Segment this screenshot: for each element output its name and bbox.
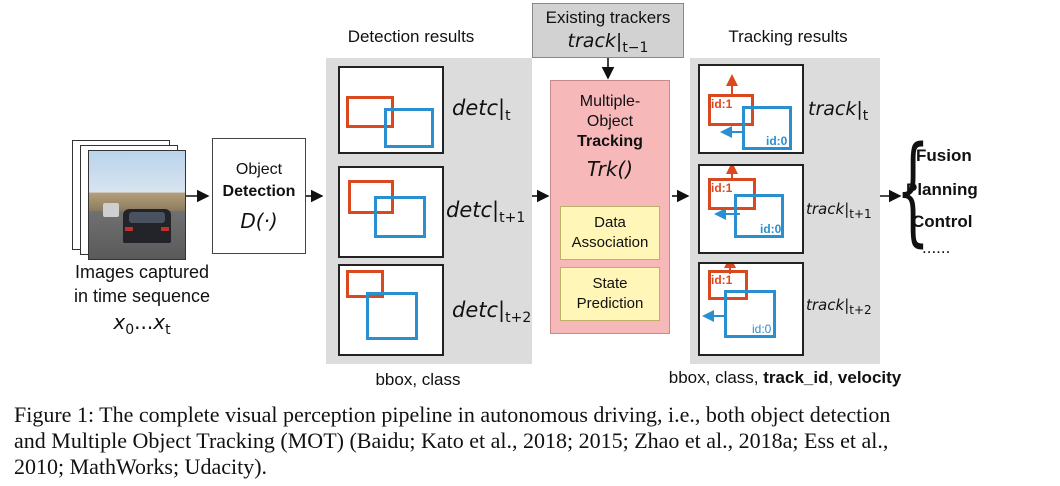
detection-label-t2-text: detc (452, 298, 499, 322)
tracking-arrows-t (720, 74, 742, 138)
road-image (88, 150, 186, 260)
car-distant (103, 203, 119, 217)
car-window (129, 212, 165, 223)
tracking-label-t-sub: t (862, 107, 869, 124)
existing-trackers-label-text: track (567, 30, 616, 52)
detection-label-t1: detc|t+1 (446, 198, 526, 227)
detector-box: Object Detection D(·) (212, 138, 306, 254)
tracking-label-t1: track|t+1 (806, 200, 872, 221)
track-blue-id: id:0 (766, 134, 788, 148)
car-tail-light-right (161, 227, 169, 231)
sequence-x0: x (113, 310, 126, 334)
tracking-frame-t2: id:1 id:0 (698, 262, 804, 356)
state-prediction-box: State Prediction (560, 267, 660, 321)
detection-label-t-sub: t (505, 108, 511, 125)
sequence-x0-sub: 0 (125, 322, 135, 338)
track-red-box (708, 94, 754, 126)
tracking-footer-bold2: velocity (837, 368, 902, 387)
track-blue-box (724, 290, 776, 338)
track-red-id: id:1 (711, 97, 733, 111)
tracking-footer-bold1: track_id (763, 368, 829, 387)
tracking-label-t1-text: track (806, 200, 845, 218)
input-caption-line2: in time sequence (73, 286, 211, 306)
sequence-dots: ... (134, 310, 154, 334)
existing-trackers-label-sub: t−1 (622, 39, 649, 56)
track-red-id: id:1 (711, 181, 733, 195)
detection-frame-t2 (338, 264, 444, 356)
track-blue-box (742, 106, 792, 150)
existing-trackers-title: Existing trackers (545, 8, 671, 27)
track-blue-box (734, 194, 784, 238)
state-prediction-line1: State (592, 275, 628, 292)
sequence-xt: x (153, 310, 166, 334)
tracking-label-t-text: track (808, 98, 857, 120)
figure-caption: Figure 1: The complete visual perception… (14, 402, 1054, 480)
track-red-box (708, 270, 748, 300)
detection-frame-t (338, 66, 444, 154)
det-blue-box (374, 196, 426, 238)
detector-func: D(·) (240, 209, 278, 233)
data-association-box: Data Association (560, 206, 660, 260)
det-red-box (346, 270, 384, 298)
tracking-frame-t1: id:1 id:0 (698, 164, 804, 254)
caption-line2: and Multiple Object Tracking (MOT) (Baid… (14, 428, 889, 453)
existing-trackers-box: Existing trackers track|t−1 (532, 3, 684, 58)
detection-label-t1-sub: t+1 (499, 210, 526, 227)
detection-label-t2: detc|t+2 (452, 298, 532, 327)
mot-line2: Object (586, 113, 634, 130)
output-fusion: Fusion (916, 146, 972, 165)
caption-line1: Figure 1: The complete visual perception… (14, 402, 891, 427)
detection-label-t1-text: detc (446, 198, 493, 222)
tracking-label-t: track|t (808, 98, 869, 124)
data-association-line1: Data (594, 214, 626, 231)
detection-label-t2-sub: t+2 (505, 310, 532, 327)
track-blue-id: id:0 (752, 322, 772, 336)
output-control: Control (912, 212, 973, 231)
detection-frame-t1 (338, 166, 444, 258)
mot-line1: Multiple- (579, 93, 641, 110)
track-blue-id: id:0 (760, 222, 782, 236)
input-caption-line1: Images captured (74, 262, 210, 282)
tracking-footer-sep: , (828, 368, 838, 387)
sequence-xt-sub: t (165, 322, 171, 338)
mot-func: Trk() (586, 157, 634, 181)
track-red-id: id:1 (711, 273, 733, 287)
tracking-label-t2: track|t+2 (806, 296, 872, 317)
outputs-brace: { (896, 120, 930, 258)
output-planning: Planning (906, 180, 978, 199)
tracking-frame-t: id:1 id:0 (698, 64, 804, 154)
tracking-title: Tracking results (728, 27, 848, 46)
detection-title: Detection results (347, 27, 475, 46)
input-sequence: x0...xt (62, 310, 222, 338)
detector-line1: Object (235, 161, 283, 178)
state-prediction-line2: Prediction (576, 295, 644, 312)
detector-line2: Detection (222, 183, 296, 200)
caption-line3: 2010; MathWorks; Udacity). (14, 454, 268, 479)
det-blue-box (366, 292, 418, 340)
detection-label-t: detc|t (452, 96, 511, 125)
tracking-label-t1-sub: t+1 (849, 207, 872, 221)
image-stack (72, 140, 186, 260)
detection-label-t-text: detc (452, 96, 499, 120)
existing-trackers-label: track|t−1 (567, 30, 649, 56)
output-more: ...... (922, 238, 951, 257)
tracking-label-t2-text: track (806, 296, 845, 314)
tracking-footer: bbox, class, track_id, velocity (650, 368, 920, 388)
tracking-label-t2-sub: t+2 (849, 303, 872, 317)
det-blue-box (384, 108, 434, 148)
det-red-box (346, 96, 394, 128)
car-tail-light-left (125, 227, 133, 231)
tracking-footer-plain: bbox, class, (668, 368, 764, 387)
mot-line3: Tracking (577, 133, 643, 150)
data-association-line2: Association (571, 234, 649, 251)
detection-footer: bbox, class (375, 370, 461, 389)
